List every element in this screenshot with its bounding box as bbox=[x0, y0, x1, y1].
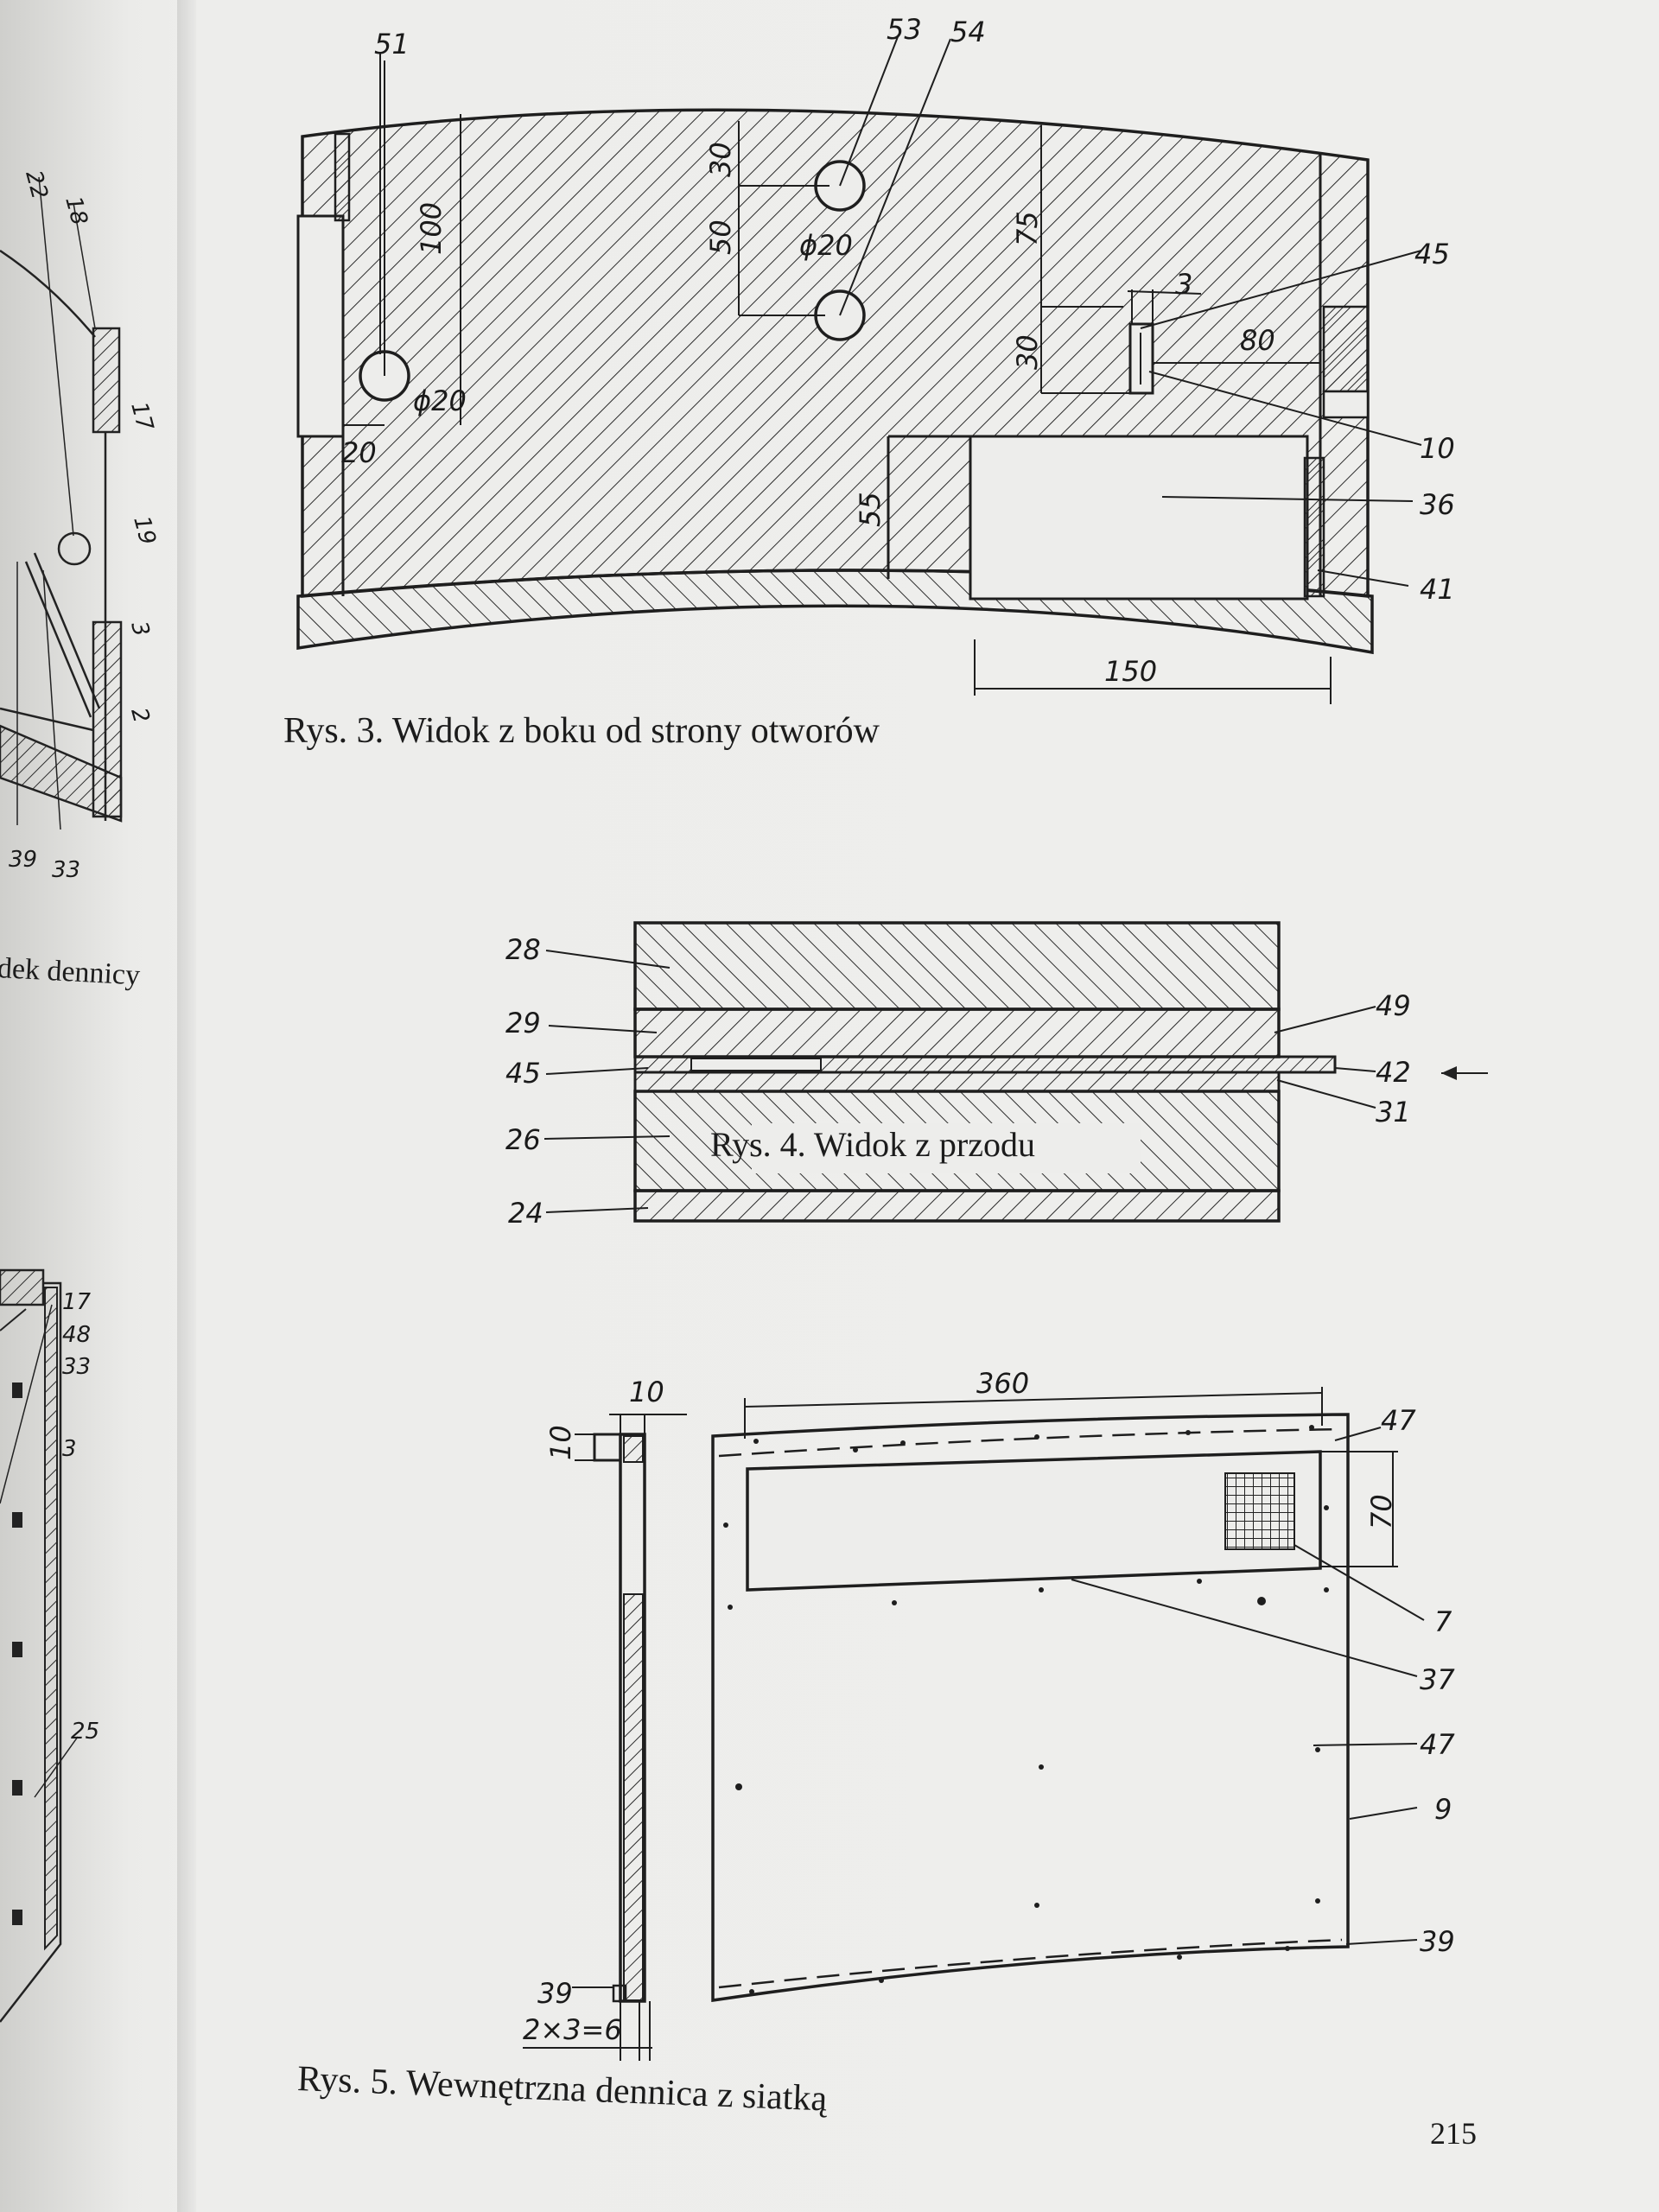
fig4-caption: Rys. 4. Widok z przodu bbox=[710, 1125, 1035, 1164]
fig3-label-36: 36 bbox=[1420, 488, 1455, 521]
fig5-dim-360: 360 bbox=[976, 1367, 1029, 1400]
left-label-3: 3 bbox=[125, 619, 154, 639]
figure-4-front-view: 28 29 45 26 24 49 42 31 Rys. 4. Widok z … bbox=[505, 921, 1488, 1230]
left-label-18: 18 bbox=[60, 194, 92, 228]
fig3-label-51: 51 bbox=[374, 28, 410, 60]
fig3-opening bbox=[969, 435, 1309, 601]
fig4-label-42: 42 bbox=[1376, 1056, 1411, 1089]
figure-3-side-view: 51 53 54 45 10 36 41 100 30 50 75 3 30 8… bbox=[296, 13, 1455, 704]
fig5-label-39-side: 39 bbox=[537, 1977, 573, 2010]
fig3-caption: Rys. 3. Widok z boku od strony otworów bbox=[283, 711, 880, 751]
fig4-label-49: 49 bbox=[1376, 989, 1411, 1022]
fig5-dim-10-top: 10 bbox=[629, 1376, 664, 1408]
left-label-2: 2 bbox=[125, 705, 154, 726]
fig5-dim-70: 70 bbox=[1365, 1494, 1398, 1529]
fig5-label-37: 37 bbox=[1420, 1663, 1455, 1696]
fig3-dim-30a: 30 bbox=[704, 142, 737, 177]
left-label-17: 17 bbox=[125, 399, 158, 434]
fig5-dim-10-side: 10 bbox=[544, 1425, 577, 1460]
fig5-board bbox=[711, 1413, 1350, 2003]
left-label-25: 25 bbox=[71, 1719, 99, 1745]
fig3-label-45: 45 bbox=[1414, 238, 1450, 270]
left-label-3b: 3 bbox=[62, 1436, 77, 1462]
fig3-label-53: 53 bbox=[887, 13, 922, 46]
fig3-dim-3: 3 bbox=[1175, 268, 1192, 301]
fig5-window bbox=[746, 1450, 1322, 1592]
fig3-dim-75: 75 bbox=[1011, 211, 1044, 246]
fig3-dim-30b: 30 bbox=[1011, 334, 1044, 370]
fig3-dim-80: 80 bbox=[1240, 324, 1275, 357]
fig3-dim-150: 150 bbox=[1104, 655, 1157, 688]
left-label-39: 39 bbox=[9, 847, 37, 873]
fig5-label-47-top: 47 bbox=[1381, 1404, 1416, 1437]
fig3-dim-55: 55 bbox=[854, 492, 887, 527]
left-label-33: 33 bbox=[52, 857, 80, 883]
fig3-dim-phi20a: ϕ20 bbox=[413, 385, 467, 417]
left-page-fragment: 22 18 17 19 3 2 39 33 17 48 33 3 25 bbox=[0, 168, 161, 2023]
fig3-dim-20: 20 bbox=[341, 436, 377, 469]
fig4-label-26: 26 bbox=[505, 1123, 541, 1156]
left-label-17b: 17 bbox=[62, 1289, 92, 1315]
fig3-dim-phi20b: ϕ20 bbox=[799, 229, 853, 262]
fig3-label-41: 41 bbox=[1420, 573, 1455, 606]
fig5-label-9: 9 bbox=[1434, 1793, 1452, 1826]
fig5-dim-2x3: 2×3=6 bbox=[523, 2013, 622, 2046]
book-gutter bbox=[177, 0, 196, 2212]
fig3-dim-100: 100 bbox=[415, 202, 448, 255]
left-label-22: 22 bbox=[20, 168, 53, 202]
figure-5-inner-bottom-board: 10 10 360 70 2×3=6 39 47 7 37 47 9 39 bbox=[523, 1367, 1455, 2061]
fig4-label-31: 31 bbox=[1376, 1096, 1411, 1128]
fig5-label-47: 47 bbox=[1420, 1728, 1455, 1761]
page-number: 215 bbox=[1430, 2116, 1477, 2151]
fig4-label-28: 28 bbox=[505, 933, 541, 966]
fig5-label-39: 39 bbox=[1420, 1925, 1455, 1958]
fig3-dim-50: 50 bbox=[704, 219, 737, 255]
fig4-label-45: 45 bbox=[505, 1057, 541, 1090]
left-label-48: 48 bbox=[62, 1322, 91, 1348]
fig5-mesh bbox=[1224, 1472, 1295, 1550]
fig3-label-10: 10 bbox=[1420, 432, 1455, 465]
fig4-label-29: 29 bbox=[505, 1007, 541, 1039]
fig5-label-7: 7 bbox=[1434, 1605, 1452, 1638]
left-label-19: 19 bbox=[128, 513, 161, 548]
fig4-label-24: 24 bbox=[508, 1197, 543, 1230]
fig3-label-54: 54 bbox=[950, 16, 986, 48]
left-label-33b: 33 bbox=[62, 1354, 91, 1380]
